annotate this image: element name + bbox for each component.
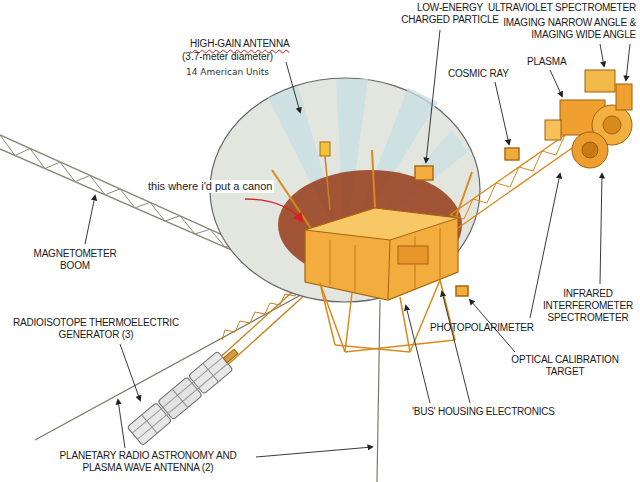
science-instruments <box>545 70 632 168</box>
part-label: MAGNETOMETER BOOM <box>25 248 125 272</box>
part-label: INFRARED INTERFEROMETER SPECTROMETER <box>540 288 636 324</box>
leader-lines <box>85 30 630 457</box>
red-arrow <box>245 199 302 221</box>
part-label: PHOTOPOLARIMETER <box>430 322 545 334</box>
part-label: PLANETARY RADIO ASTRONOMY AND PLASMA WAV… <box>48 450 248 474</box>
part-label: IMAGING NARROW ANGLE & IMAGING WIDE ANGL… <box>500 17 636 41</box>
bus-struts <box>320 280 468 352</box>
part-label: RADIOISOTOPE THERMOELECTRIC GENERATOR (3… <box>6 317 186 341</box>
bus-housing <box>272 150 472 300</box>
rtg-cylinders <box>127 342 244 445</box>
handwritten-note: 14 American Units <box>186 66 306 78</box>
handwritten-note: this where i'd put a canon <box>146 180 274 193</box>
scan-platform-boom <box>415 135 572 228</box>
part-label: OPTICAL CALIBRATION TARGET <box>500 354 630 378</box>
dimension-label: (3.7-meter diameter) <box>182 51 322 63</box>
part-label: ULTRAVIOLET SPECTROMETER <box>486 2 636 14</box>
rtg-boom <box>215 285 308 370</box>
part-label: HIGH-GAIN ANTENNA <box>190 38 330 50</box>
part-label: PLASMA <box>527 56 587 68</box>
part-label: COSMIC RAY <box>448 68 528 80</box>
part-label: 'BUS' HOUSING ELECTRONICS <box>412 406 612 418</box>
